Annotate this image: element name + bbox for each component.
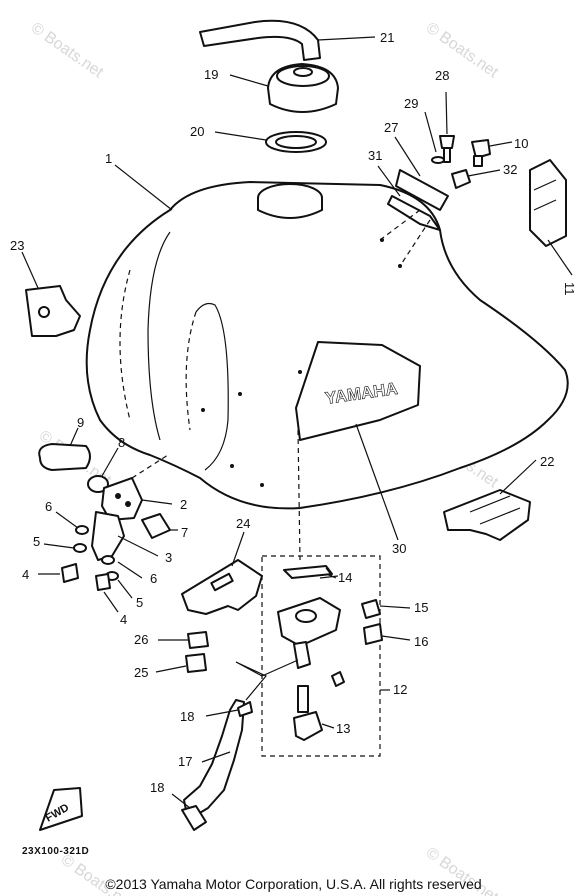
callout-23: 23 — [10, 238, 24, 253]
callout-12: 12 — [393, 682, 407, 697]
bolt-26 — [158, 631, 209, 649]
callout-20: 20 — [190, 124, 204, 139]
callout-10: 10 — [514, 136, 528, 151]
clip-11 — [529, 159, 573, 276]
callout-5b: 5 — [136, 595, 143, 610]
callout-19: 19 — [204, 67, 218, 82]
tank-emblem: YAMAHA — [295, 341, 421, 541]
breather-hose — [199, 19, 376, 61]
callout-16: 16 — [414, 634, 428, 649]
watermark: © Boats.net — [28, 19, 107, 81]
callout-7: 7 — [181, 525, 188, 540]
callout-9: 9 — [77, 415, 84, 430]
callout-21: 21 — [380, 30, 394, 45]
callout-30: 30 — [392, 541, 406, 556]
hose-lead — [235, 659, 299, 701]
callout-31: 31 — [368, 148, 382, 163]
callout-3: 3 — [165, 550, 172, 565]
cap-gasket — [214, 131, 327, 153]
callout-32: 32 — [503, 162, 517, 177]
callout-24: 24 — [236, 516, 250, 531]
fwd-arrow-icon: FWD — [39, 787, 83, 831]
callout-4b: 4 — [120, 612, 127, 627]
bracket-23 — [21, 251, 81, 337]
collar-7 — [141, 513, 178, 539]
callout-2: 2 — [180, 497, 187, 512]
callout-13: 13 — [336, 721, 350, 736]
bolt-28 — [424, 91, 455, 164]
part-code: 23X100-321D — [22, 846, 90, 857]
fuel-cock-assembly — [261, 429, 390, 757]
rubber-block-22 — [443, 459, 537, 541]
callout-29: 29 — [404, 96, 418, 111]
damper-32 — [451, 169, 501, 189]
callout-17: 17 — [178, 754, 192, 769]
callout-14: 14 — [338, 570, 352, 585]
fuel-tank — [85, 164, 569, 510]
cock-bracket-24 — [181, 531, 263, 615]
rubber-9 — [38, 427, 91, 471]
callout-6a: 6 — [45, 499, 52, 514]
copyright-notice: ©2013 Yamaha Motor Corporation, U.S.A. A… — [105, 876, 482, 892]
callout-18b: 18 — [150, 780, 164, 795]
callout-28: 28 — [435, 68, 449, 83]
bracket-2 — [101, 454, 173, 521]
bolt-10 — [471, 139, 513, 167]
fuel-cap — [229, 63, 339, 113]
callouts: 1 2 3 4 4 5 5 6 6 7 8 9 10 11 12 13 14 1… — [10, 30, 577, 795]
callout-5a: 5 — [33, 534, 40, 549]
callout-6b: 6 — [150, 571, 157, 586]
callout-4a: 4 — [22, 567, 29, 582]
rear-bracket — [377, 136, 449, 267]
callout-18a: 18 — [180, 709, 194, 724]
callout-27: 27 — [384, 120, 398, 135]
screen-14 — [325, 573, 337, 579]
washer-15 — [361, 599, 411, 619]
bolt-25 — [155, 653, 207, 673]
callout-25: 25 — [134, 665, 148, 680]
callout-22: 22 — [540, 454, 554, 469]
fuel-hose — [171, 699, 253, 831]
callout-1: 1 — [105, 151, 112, 166]
callout-15: 15 — [414, 600, 428, 615]
bolt-16 — [363, 623, 411, 645]
callout-26: 26 — [134, 632, 148, 647]
callout-8: 8 — [118, 435, 125, 450]
hardware-left — [38, 511, 143, 613]
callout-11: 11 — [562, 282, 577, 296]
